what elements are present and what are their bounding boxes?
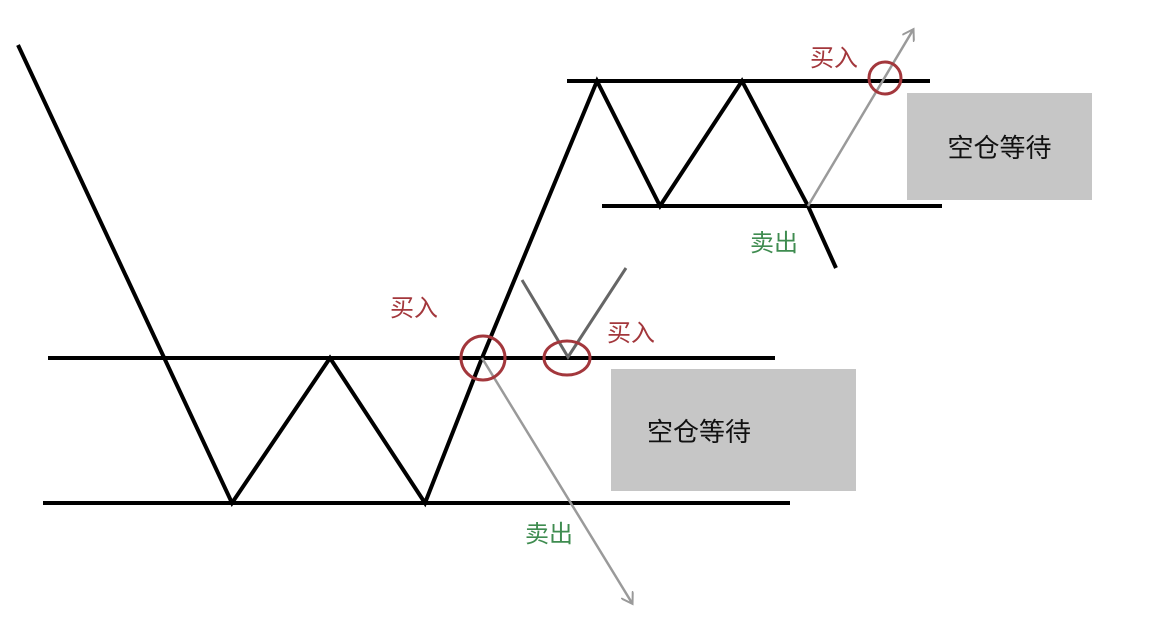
wait-box: 空仓等待: [907, 93, 1092, 200]
sell-label: 卖出: [750, 229, 798, 257]
breakout-arrow: [806, 30, 913, 207]
buy-point-circle: [459, 334, 507, 382]
sell-label: 卖出: [525, 520, 573, 548]
pullback-path: [520, 267, 628, 360]
wait-label: 空仓等待: [647, 417, 752, 448]
false-breakdown-arrow: [480, 357, 632, 603]
buy-label: 买入: [607, 319, 655, 347]
wait-label: 空仓等待: [947, 134, 1052, 164]
buy-label: 买入: [810, 44, 858, 72]
pullback-buy-circle: [542, 339, 592, 377]
buy-label: 买入: [390, 294, 438, 322]
wait-box: 空仓等待: [611, 369, 856, 491]
price-path: [16, 44, 838, 508]
upper-buy-circle: [867, 60, 903, 96]
